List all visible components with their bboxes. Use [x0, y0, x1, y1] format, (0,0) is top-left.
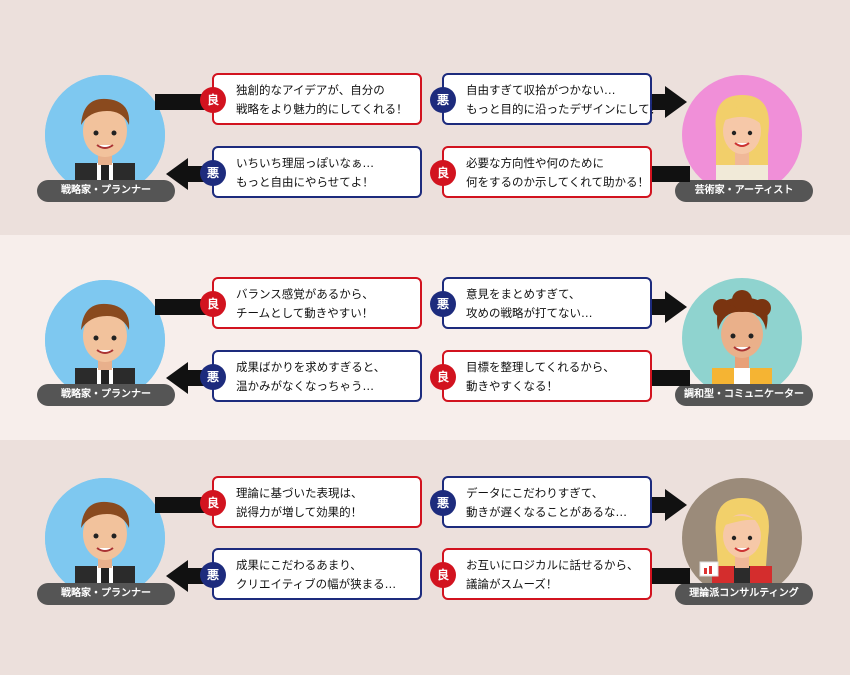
bad-badge: 悪 [430, 87, 456, 113]
communicator-avatar [682, 278, 802, 398]
arrow-right-head [665, 86, 687, 118]
comment-line: 理論に基づいた表現は、 [236, 486, 363, 500]
comment-line: 自由すぎて収拾がつかない… [466, 83, 616, 97]
planner-avatar [45, 280, 165, 400]
comment-line: 説得力が増して効果的！ [236, 505, 363, 519]
planner-bad-comment: 悪 意見をまとめすぎて、 攻めの戦略が打てない… [430, 277, 652, 329]
planner-avatar [45, 75, 165, 195]
consultant-avatar [682, 478, 802, 598]
comment-line: いちいち理屈っぽいなぁ… [236, 156, 374, 170]
partner-bad-comment: 悪 成果にこだわるあまり、 クリエイティブの幅が狭まる… [200, 548, 422, 600]
arrow-right-shaft [652, 497, 666, 513]
arrow-right-top-left [155, 94, 210, 110]
comment-line: 意見をまとめすぎて、 [466, 287, 581, 301]
partner-bad-comment: 悪 成果ばかりを求めすぎると、 温かみがなくなっちゃう… [200, 350, 422, 402]
comment-line: 動きやすくなる！ [466, 379, 558, 393]
partner-good-comment: 良 目標を整理してくれるから、 動きやすくなる！ [430, 350, 652, 402]
planner-bad-comment: 悪 データにこだわりすぎて、 動きが遅くなることがあるな… [430, 476, 652, 528]
comment-line: クリエイティブの幅が狭まる… [236, 577, 397, 591]
comment-line: 温かみがなくなっちゃう… [236, 379, 374, 393]
good-badge: 良 [430, 562, 456, 588]
partner-good-comment: 良 必要な方向性や何のために 何をするのか示してくれて助かる！ [430, 146, 652, 198]
planner-label: 戦略家・プランナー [37, 583, 175, 605]
planner-label: 戦略家・プランナー [37, 180, 175, 202]
comment-line: チームとして動きやすい！ [236, 306, 374, 320]
arrow-right-top-left [155, 299, 210, 315]
bad-badge: 悪 [200, 364, 226, 390]
planner-good-comment: 良 バランス感覚があるから、 チームとして動きやすい！ [200, 277, 422, 329]
comment-line: 戦略をより魅力的にしてくれる！ [236, 102, 408, 116]
comment-line: データにこだわりすぎて、 [466, 486, 604, 500]
good-badge: 良 [200, 291, 226, 317]
arrow-left-head [166, 158, 188, 190]
bad-badge: 悪 [430, 490, 456, 516]
good-badge: 良 [200, 490, 226, 516]
arrow-left-tail [650, 568, 690, 584]
partner-bad-comment: 悪 いちいち理屈っぽいなぁ… もっと自由にやらせてよ！ [200, 146, 422, 198]
good-badge: 良 [430, 364, 456, 390]
arrow-left-tail [650, 166, 690, 182]
artist-label: 芸術家・アーティスト [675, 180, 813, 202]
planner-label: 戦略家・プランナー [37, 384, 175, 406]
comment-line: 動きが遅くなることがあるな… [466, 505, 627, 519]
comment-line: 議論がスムーズ！ [466, 577, 558, 591]
bad-badge: 悪 [430, 291, 456, 317]
good-badge: 良 [200, 87, 226, 113]
comment-line: 独創的なアイデアが、自分の [236, 83, 385, 97]
comment-line: 何をするのか示してくれて助かる！ [466, 175, 649, 189]
arrow-left-head [166, 560, 188, 592]
planner-good-comment: 良 独創的なアイデアが、自分の 戦略をより魅力的にしてくれる！ [200, 73, 422, 125]
partner-good-comment: 良 お互いにロジカルに話せるから、 議論がスムーズ！ [430, 548, 652, 600]
comment-line: 目標を整理してくれるから、 [466, 360, 615, 374]
communicator-label: 調和型・コミュニケーター [675, 384, 813, 406]
arrow-right-top-left [155, 497, 210, 513]
comment-line: もっと自由にやらせてよ！ [236, 175, 374, 189]
comment-line: 成果にこだわるあまり、 [236, 558, 362, 572]
bad-badge: 悪 [200, 562, 226, 588]
arrow-left-head [166, 362, 188, 394]
comment-line: 必要な方向性や何のために [466, 156, 604, 170]
comment-line: バランス感覚があるから、 [236, 287, 374, 301]
bad-badge: 悪 [200, 160, 226, 186]
arrow-right-shaft [652, 94, 666, 110]
planner-avatar [45, 478, 165, 598]
comment-line: もっと目的に沿ったデザインにして！ [466, 102, 662, 116]
consultant-label: 理論派コンサルティング [675, 583, 813, 605]
good-badge: 良 [430, 160, 456, 186]
artist-avatar [682, 75, 802, 195]
arrow-right-head [665, 291, 687, 323]
comment-line: お互いにロジカルに話せるから、 [466, 558, 639, 572]
comment-line: 成果ばかりを求めすぎると、 [236, 360, 386, 374]
arrow-left-tail [650, 370, 690, 386]
comment-line: 攻めの戦略が打てない… [466, 306, 593, 320]
arrow-right-head [665, 489, 687, 521]
planner-bad-comment: 悪 自由すぎて収拾がつかない… もっと目的に沿ったデザインにして！ [430, 73, 662, 125]
arrow-right-shaft [652, 299, 666, 315]
planner-good-comment: 良 理論に基づいた表現は、 説得力が増して効果的！ [200, 476, 422, 528]
